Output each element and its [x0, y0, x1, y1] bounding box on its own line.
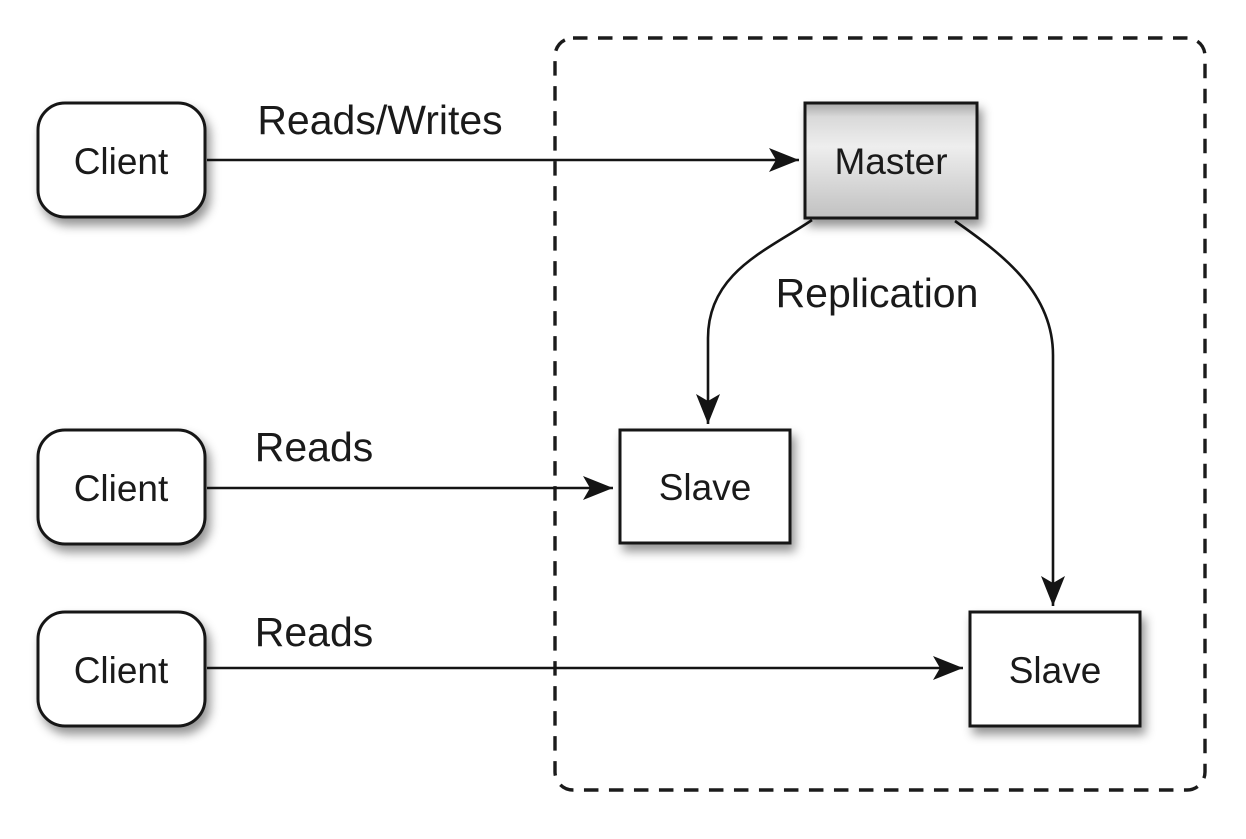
edge-label-reads-bottom: Reads	[255, 609, 374, 655]
slave-middle-box	[618, 428, 792, 545]
master-label: Master	[834, 141, 947, 182]
master-box	[803, 101, 979, 220]
client-top-label: Client	[74, 141, 169, 182]
slave-bottom-box	[968, 610, 1142, 728]
edge-label-reads-writes: Reads/Writes	[257, 97, 502, 143]
client-middle-box	[36, 428, 207, 546]
node-slave-bottom: Slave	[968, 610, 1142, 728]
edge-label-reads-middle: Reads	[255, 424, 374, 470]
edge-master-to-slave-bottom	[954, 219, 1065, 606]
replication-cluster-boundary	[553, 36, 1207, 792]
slave-bottom-label: Slave	[1009, 650, 1102, 691]
node-client-middle: Client	[36, 428, 207, 546]
node-slave-middle: Slave	[618, 428, 792, 545]
client-bottom-label: Client	[74, 650, 169, 691]
client-top-box	[36, 101, 207, 219]
node-master: Master	[803, 101, 979, 220]
node-client-bottom: Client	[36, 610, 207, 728]
node-client-top: Client	[36, 101, 207, 219]
client-middle-label: Client	[74, 468, 169, 509]
client-bottom-box	[36, 610, 207, 728]
slave-middle-label: Slave	[659, 467, 752, 508]
edge-label-replication: Replication	[776, 270, 979, 316]
edge-master-to-slave-middle	[696, 218, 813, 424]
